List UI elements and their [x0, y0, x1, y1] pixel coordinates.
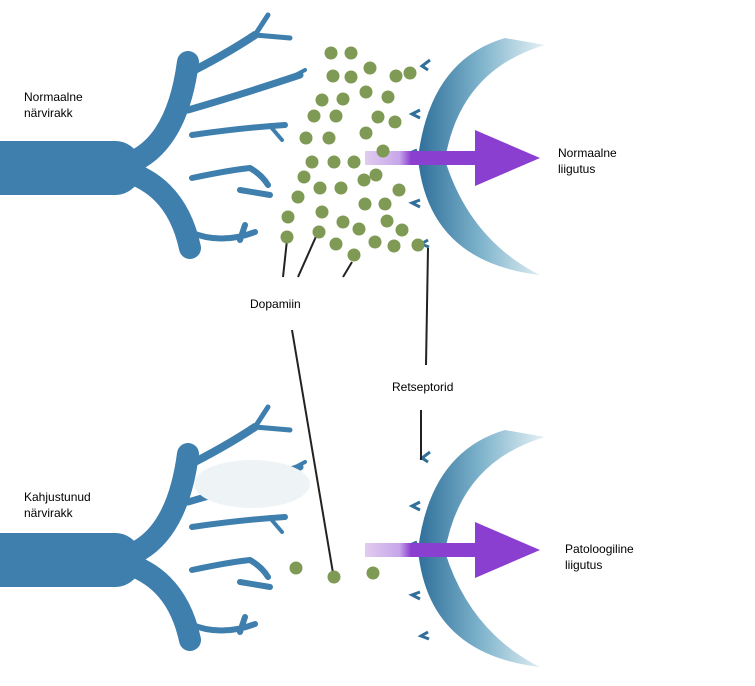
- damaged-area: [194, 460, 310, 508]
- label-line: närvirakk: [24, 106, 73, 120]
- dopamine-molecule: [291, 190, 305, 204]
- label-damaged-neuron: Kahjustunud närvirakk: [24, 489, 91, 521]
- dopamine-molecule: [389, 69, 403, 83]
- dopamine-molecule: [411, 238, 425, 252]
- dopamine-molecule: [366, 566, 380, 580]
- normal-neuron: [0, 15, 305, 248]
- dopamine-molecule: [324, 46, 338, 60]
- dopamine-molecule: [369, 168, 383, 182]
- dopamine-molecule: [347, 155, 361, 169]
- dopamine-molecule: [376, 144, 390, 158]
- dopamine-molecule: [327, 155, 341, 169]
- pointer-lines: [282, 231, 429, 574]
- dopamine-molecule: [395, 223, 409, 237]
- dopamine-molecule: [336, 92, 350, 106]
- dopamine-molecule: [392, 183, 406, 197]
- dopamine-molecule: [344, 70, 358, 84]
- dopamine-molecule: [315, 205, 329, 219]
- damaged-neuron: [0, 407, 305, 640]
- dopamine-molecule: [327, 570, 341, 584]
- dopamine-molecule: [347, 248, 361, 262]
- dopamine-molecule: [387, 239, 401, 253]
- dopamine-molecule: [378, 197, 392, 211]
- normal-synapse: [0, 15, 547, 277]
- label-pathological-movement: Patoloogiline liigutus: [565, 541, 634, 573]
- dopamine-molecule: [381, 90, 395, 104]
- dopamine-molecule: [359, 126, 373, 140]
- dopamine-molecule: [329, 237, 343, 251]
- dopamine-molecule: [329, 109, 343, 123]
- dopamine-molecule: [336, 215, 350, 229]
- damaged-synapse: [0, 407, 547, 669]
- dopamine-molecules: [280, 46, 425, 584]
- dopamine-molecule: [357, 173, 371, 187]
- dopamine-molecule: [280, 230, 294, 244]
- label-line: liigutus: [565, 558, 603, 572]
- dopamine-molecule: [403, 66, 417, 80]
- dopamine-molecule: [313, 181, 327, 195]
- label-line: Patoloogiline: [565, 542, 634, 556]
- dopamine-molecule: [315, 93, 329, 107]
- label-receptors: Retseptorid: [392, 380, 454, 394]
- label-line: Kahjustunud: [24, 490, 91, 504]
- label-line: Normaalne: [558, 146, 617, 160]
- dopamine-molecule: [299, 131, 313, 145]
- label-dopamine: Dopamiin: [250, 297, 301, 311]
- dopamine-molecule: [297, 170, 311, 184]
- dopamine-molecule: [334, 181, 348, 195]
- dopamine-molecule: [359, 85, 373, 99]
- pathological-movement-arrow: [365, 522, 540, 578]
- label-line: närvirakk: [24, 506, 73, 520]
- dopamine-molecule: [307, 109, 321, 123]
- dopamine-molecule: [305, 155, 319, 169]
- dopamine-molecule: [380, 214, 394, 228]
- dopamine-molecule: [344, 46, 358, 60]
- dopamine-molecule: [289, 561, 303, 575]
- dopamine-molecule: [281, 210, 295, 224]
- normal-movement-arrow: [365, 130, 540, 186]
- dopamine-molecule: [322, 131, 336, 145]
- dopamine-molecule: [371, 110, 385, 124]
- label-normal-movement: Normaalne liigutus: [558, 145, 617, 177]
- label-line: liigutus: [558, 162, 596, 176]
- dopamine-molecule: [368, 235, 382, 249]
- dopamine-molecule: [388, 115, 402, 129]
- label-normal-neuron: Normaalne närvirakk: [24, 89, 83, 121]
- dopamine-molecule: [352, 222, 366, 236]
- dopamine-molecule: [358, 197, 372, 211]
- label-line: Normaalne: [24, 90, 83, 104]
- dopamine-molecule: [363, 61, 377, 75]
- dopamine-molecule: [326, 69, 340, 83]
- dopamine-molecule: [312, 225, 326, 239]
